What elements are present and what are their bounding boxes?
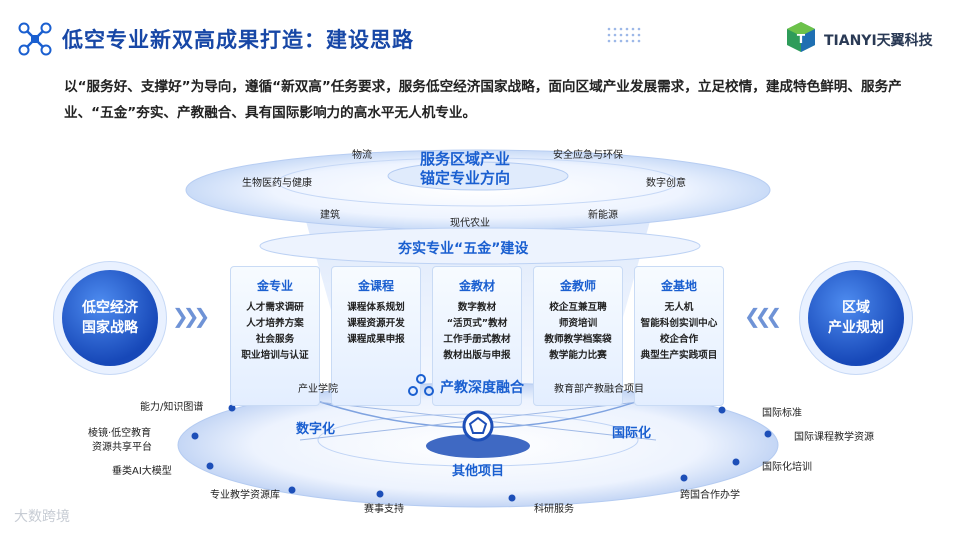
panel-title: 金教师 [559, 279, 596, 293]
other-projects-title: 其他项目 [452, 464, 505, 479]
integration-icon [408, 374, 434, 396]
panel-gold-teacher: 金教师 校企互兼互聘 师资培训 教师教学档案袋 教学能力比赛 [533, 266, 623, 406]
drone-icon [18, 22, 52, 56]
panel-title: 金课程 [357, 279, 394, 293]
other-label: 科研服务 [534, 504, 574, 515]
industry-label: 生物医药与健康 [242, 178, 312, 189]
left-circle-line2: 国家战略 [82, 320, 138, 336]
page-title: 低空专业新双高成果打造：建设思路 [62, 28, 414, 52]
industry-label: 现代农业 [450, 218, 490, 229]
panel-item: 无人机 [664, 302, 694, 313]
panel-item: 人才培养方案 [246, 318, 304, 329]
digital-label: 棱镜·低空教育 [88, 428, 152, 439]
panel-item: 教学能力比赛 [549, 350, 607, 361]
panel-item: 校企互兼互聘 [549, 302, 607, 313]
international-label: 国际化培训 [762, 462, 812, 473]
panel-item: 课程成果申报 [347, 334, 405, 345]
industry-label: 安全应急与环保 [553, 150, 623, 161]
intro-paragraph: 以“服务好、支撑好”为导向，遵循“新双高”任务要求，服务低空经济国家战略，面向区… [64, 79, 902, 121]
panel-item: 校企合作 [659, 334, 699, 345]
industry-label: 建筑 [320, 210, 340, 221]
dot-pattern-icon [607, 27, 641, 43]
digital-label: 资源共享平台 [92, 442, 152, 453]
panel-item: “活页式”教材 [446, 318, 508, 329]
panel-gold-major: 金专业 人才需求调研 人才培养方案 社会服务 职业培训与认证 [230, 266, 320, 406]
panel-item: 教材出版与申报 [443, 350, 511, 361]
panel-gold-course: 金课程 课程体系规划 课程资源开发 课程成果申报 [331, 266, 421, 406]
panel-title: 金专业 [256, 279, 293, 293]
left-strategy-circle: 低空经济国家战略 [62, 270, 158, 366]
bottom-top-left-label: 产业学院 [298, 384, 338, 395]
top-disk-title-1: 服务区域产业 [420, 150, 511, 168]
panel-item: 工作手册式教材 [443, 334, 511, 345]
bottom-disk-title: 产教深度融合 [440, 380, 524, 396]
right-circle-line1: 区域 [842, 300, 870, 316]
panel-item: 人才需求调研 [246, 302, 304, 313]
digital-label: 能力/知识图谱 [140, 402, 204, 413]
top-disk-title-2: 锚定专业方向 [420, 169, 511, 187]
panel-item: 课程资源开发 [347, 318, 405, 329]
digital-label: 专业教学资源库 [210, 490, 280, 501]
right-planning-circle: 区域产业规划 [808, 270, 904, 366]
panel-item: 职业培训与认证 [241, 350, 309, 361]
panel-item: 师资培训 [558, 318, 598, 329]
middle-title: 夯实专业“五金”建设 [398, 241, 529, 257]
panel-item: 社会服务 [255, 334, 295, 345]
other-label: 赛事支持 [364, 504, 404, 515]
panel-gold-base: 金基地 无人机 智能科创实训中心 校企合作 典型生产实践项目 [634, 266, 724, 406]
panel-title: 金教材 [458, 279, 495, 293]
industry-label: 新能源 [588, 210, 618, 221]
digital-title: 数字化 [296, 422, 336, 437]
digital-label: 垂类AI大模型 [112, 466, 172, 477]
international-label: 跨国合作办学 [680, 490, 740, 501]
panel-item: 智能科创实训中心 [640, 318, 718, 329]
international-label: 国际标准 [762, 408, 802, 419]
panel-item: 典型生产实践项目 [640, 350, 718, 361]
tianyi-logo-icon: T [787, 22, 815, 52]
panel-gold-textbook: 金教材 数字教材 “活页式”教材 工作手册式教材 教材出版与申报 [432, 266, 522, 406]
industry-label: 物流 [352, 150, 372, 161]
panel-item: 数字教材 [457, 302, 497, 313]
international-title: 国际化 [612, 426, 652, 441]
chevron-right-icon: ❯❯❯ [172, 304, 210, 328]
brand-name: TIANYI天翼科技 [824, 33, 933, 49]
industry-label: 数字创意 [646, 178, 686, 189]
international-label: 国际课程教学资源 [794, 432, 874, 443]
left-circle-line1: 低空经济 [82, 300, 138, 316]
right-circle-line2: 产业规划 [828, 320, 884, 336]
panel-item: 课程体系规划 [347, 302, 405, 313]
watermark: 大数跨境 [14, 509, 70, 525]
panel-item: 教师教学档案袋 [544, 334, 612, 345]
panel-title: 金基地 [660, 279, 697, 293]
bottom-top-right-label: 教育部产教融合项目 [554, 384, 644, 395]
chevron-left-icon: ❮❮❮ [744, 304, 782, 328]
svg-text:T: T [797, 32, 806, 46]
